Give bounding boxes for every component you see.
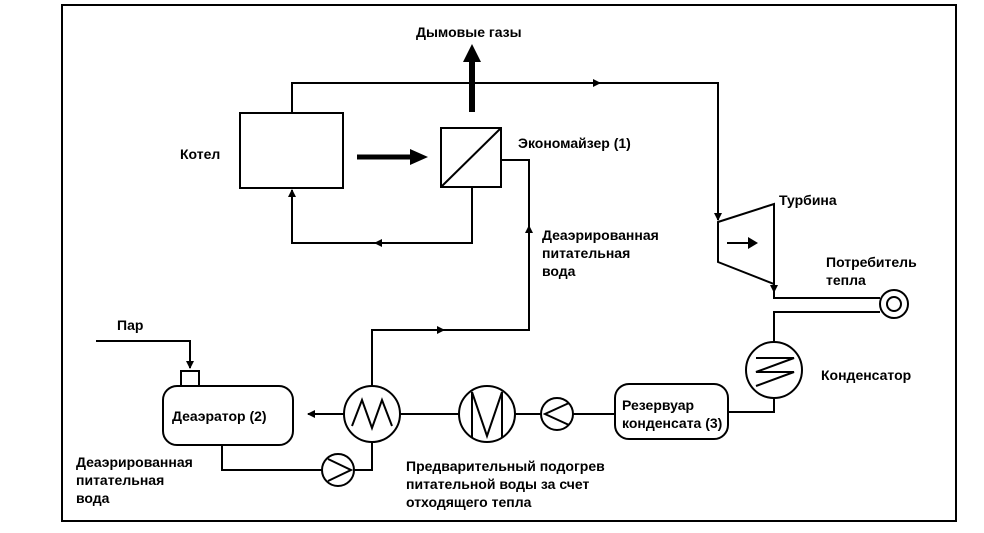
deaerator-dome: [180, 370, 200, 388]
reservoir-label-2: конденсата (3): [622, 415, 722, 431]
economizer-label: Экономайзер (1): [518, 135, 631, 151]
turbine-label: Турбина: [779, 192, 837, 208]
preheat-label-2: питательной воды за счет: [406, 476, 589, 492]
heat-consumer-label-1: Потребитель: [826, 254, 917, 270]
condenser-coil: [755, 357, 795, 387]
preheat-label-3: отходящего тепла: [406, 494, 532, 510]
pump-exchanger-line: [354, 442, 373, 471]
condensate-pump-symbol: [542, 402, 570, 426]
condenser: [745, 341, 803, 399]
feedwater-heat-exchanger-coil: [351, 397, 393, 431]
feedwater-line: [371, 159, 530, 392]
boiler-label: Котел: [180, 146, 220, 162]
flue-gas-label: Дымовые газы: [416, 24, 522, 40]
feedwater-heat-exchanger: [343, 385, 401, 443]
steam-inlet-line: [96, 340, 194, 369]
heat-consumer-label-2: тепла: [826, 272, 866, 288]
diagram-frame: [61, 4, 957, 522]
boiler-economizer-arrow-head: [410, 149, 428, 165]
deaerator-pump-line: [221, 445, 322, 471]
steam-label: Пар: [117, 317, 143, 333]
steam-line: [291, 82, 719, 216]
economizer-boiler-line: [291, 187, 473, 244]
feedwater-pump-symbol: [327, 458, 354, 482]
deaerated-bottom-label-2: питательная: [76, 472, 164, 488]
deaerated-bottom-label-1: Деаэрированная: [76, 454, 193, 470]
boiler: [239, 112, 344, 189]
turbine-consumer-line: [773, 284, 880, 299]
heat-consumer-inner: [886, 296, 902, 312]
deaerated-top-label-2: питательная: [542, 245, 630, 261]
deaerated-top-label-1: Деаэрированная: [542, 227, 659, 243]
condenser-reservoir-line: [725, 398, 775, 413]
turbine-arrow: [748, 237, 758, 249]
deaerator-label: Деаэратор (2): [172, 408, 267, 424]
condenser-label: Конденсатор: [821, 367, 911, 383]
consumer-condenser-line: [773, 311, 880, 343]
deaerated-top-label-3: вода: [542, 263, 576, 279]
economizer-diagonal: [440, 127, 502, 188]
preheat-label-1: Предварительный подогрев: [406, 458, 605, 474]
waste-heat-preheater-coil: [471, 391, 503, 440]
reservoir-label-1: Резервуар: [622, 397, 694, 413]
condensate-reservoir: [614, 383, 729, 440]
condensate-pump: [540, 397, 574, 431]
deaerator: [162, 385, 294, 446]
deaerated-bottom-label-3: вода: [76, 490, 110, 506]
flue-gas-arrow-head: [463, 44, 481, 62]
